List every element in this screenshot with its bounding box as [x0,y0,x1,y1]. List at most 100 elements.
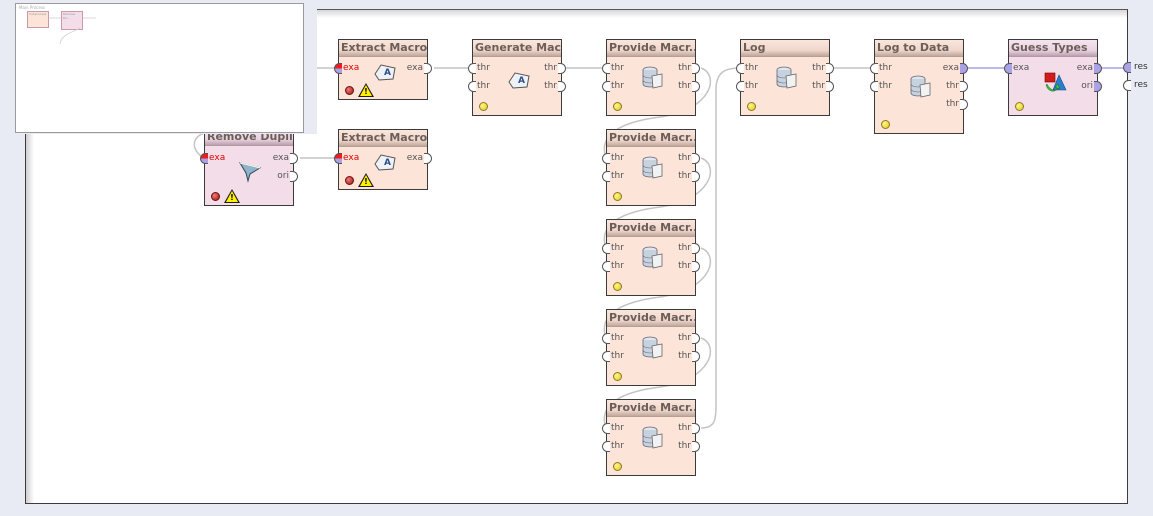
output-port[interactable] [692,63,700,74]
operator-generate-macro[interactable]: Generate Mac... thr thr thr thr A [468,39,566,116]
input-port[interactable] [602,81,610,92]
status-indicator [747,102,756,111]
input-port[interactable] [602,351,610,362]
keyboard-key-icon: A [508,72,530,89]
operator-extract-macro-1[interactable]: Extract Macro ... exa exa A [334,39,432,100]
output-port[interactable] [1094,63,1102,74]
output-port[interactable] [692,171,700,182]
database-scroll-icon [642,336,663,359]
output-port[interactable] [558,81,566,92]
input-port[interactable] [334,63,342,74]
input-port[interactable] [602,243,610,254]
input-port[interactable] [602,261,610,272]
input-port[interactable] [468,81,476,92]
input-port[interactable] [602,63,610,74]
status-indicator [613,462,622,471]
status-indicator [479,102,488,111]
port-label: thr [611,423,624,433]
database-scroll-icon [642,246,663,269]
status-indicator [1015,102,1024,111]
operator-provide-macro-3[interactable]: Provide Macr... thr thr thr thr [602,219,700,296]
port-label: thr [611,333,624,343]
minimap-viewport[interactable]: Main Process Subprocess Remove Du... [15,3,304,133]
port-label: thr [611,81,624,91]
output-port[interactable] [826,63,834,74]
minimap-operator: Subprocess [27,11,49,28]
warning-icon [358,83,374,97]
status-indicator [881,120,890,129]
operator-remove-duplicates[interactable]: Remove Dupli... exa exa ori [200,128,298,206]
output-port[interactable] [1094,81,1102,92]
input-port[interactable] [602,423,610,434]
output-port[interactable] [290,153,298,164]
input-port[interactable] [602,171,610,182]
input-port[interactable] [602,153,610,164]
input-port[interactable] [1004,63,1012,74]
operator-extract-macro-2[interactable]: Extract Macro ... exa exa A [334,129,432,190]
port-label: exa [209,153,226,163]
output-port[interactable] [424,153,432,164]
process-result-port[interactable] [1123,62,1131,73]
operator-log-to-data[interactable]: Log to Data thr thr exa thr thr [870,39,968,134]
input-port[interactable] [602,441,610,452]
operator-provide-macro-1[interactable]: Provide Macr... thr thr thr thr [602,39,700,116]
port-label: exa [1013,63,1030,73]
output-port[interactable] [826,81,834,92]
operator-title: Extract Macro ... [339,130,427,147]
output-port[interactable] [558,63,566,74]
operator-log[interactable]: Log thr thr thr thr [736,39,834,116]
port-label: thr [678,63,691,73]
input-port[interactable] [468,63,476,74]
port-label: thr [678,153,691,163]
port-label: thr [544,63,557,73]
port-label: thr [611,153,624,163]
status-indicator [211,192,220,201]
output-port[interactable] [692,153,700,164]
svg-text:A: A [384,68,391,78]
port-label: thr [678,243,691,253]
port-label: thr [678,171,691,181]
status-indicator [613,282,622,291]
operator-guess-types[interactable]: Guess Types exa exa ori [1004,39,1102,116]
output-port[interactable] [692,351,700,362]
port-label: thr [611,261,624,271]
operator-provide-macro-2[interactable]: Provide Macr... thr thr thr thr [602,129,700,206]
output-port[interactable] [960,63,968,74]
output-port[interactable] [424,63,432,74]
warning-icon [358,173,374,187]
output-port[interactable] [960,99,968,110]
output-port[interactable] [692,333,700,344]
overview-minimap[interactable]: Main Process Subprocess Remove Du... [10,0,317,134]
port-label: thr [946,81,959,91]
database-scroll-icon [642,426,663,449]
port-label: exa [343,153,360,163]
port-label: exa [942,63,959,73]
port-label: thr [678,423,691,433]
keyboard-key-icon: A [374,154,396,171]
input-port[interactable] [602,333,610,344]
process-result-port[interactable] [1123,80,1131,91]
output-port[interactable] [290,171,298,182]
input-port[interactable] [200,153,208,164]
input-port[interactable] [870,81,878,92]
port-label: ori [277,171,289,181]
output-port[interactable] [692,423,700,434]
input-port[interactable] [870,63,878,74]
minimap-operator-label: Subprocess [29,12,47,16]
database-scroll-icon [642,156,663,179]
port-label: thr [946,99,959,109]
port-label: thr [812,81,825,91]
output-port[interactable] [692,261,700,272]
operator-title: Log [741,40,829,57]
input-port[interactable] [334,153,342,164]
input-port[interactable] [736,63,744,74]
operator-provide-macro-4[interactable]: Provide Macr... thr thr thr thr [602,309,700,386]
input-port[interactable] [736,81,744,92]
status-indicator [613,372,622,381]
minimap-operator-label: Remove Du... [63,12,76,20]
operator-provide-macro-5[interactable]: Provide Macr... thr thr thr thr [602,399,700,476]
output-port[interactable] [960,81,968,92]
output-port[interactable] [692,441,700,452]
output-port[interactable] [692,81,700,92]
output-port[interactable] [692,243,700,254]
